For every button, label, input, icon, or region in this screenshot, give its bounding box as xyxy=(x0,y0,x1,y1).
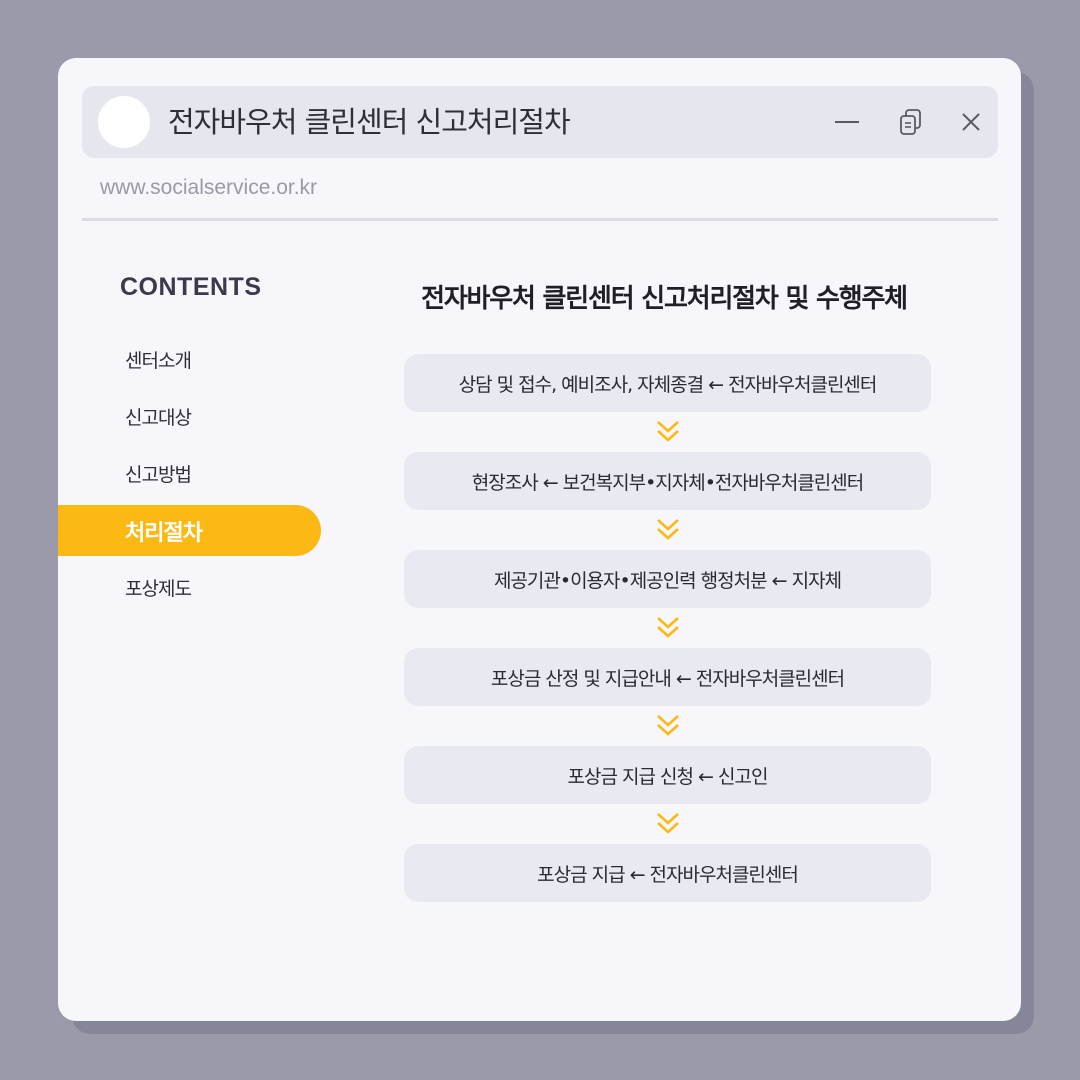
flow-step: 포상금 지급 신청 ← 신고인 xyxy=(404,746,931,804)
sidebar-item-procedure[interactable]: 처리절차 xyxy=(58,505,321,556)
chevron-double-down-icon xyxy=(657,519,679,540)
flow-step: 상담 및 접수, 예비조사, 자체종결 ← 전자바우처클린센터 xyxy=(404,354,931,412)
flow-step: 현장조사 ← 보건복지부•지자체•전자바우처클린센터 xyxy=(404,452,931,510)
flow-step: 포상금 지급 ← 전자바우처클린센터 xyxy=(404,844,931,902)
divider xyxy=(82,218,998,221)
minimize-icon[interactable] xyxy=(831,106,863,138)
flow-step: 포상금 산정 및 지급안내 ← 전자바우처클린센터 xyxy=(404,648,931,706)
sidebar-nav: 센터소개 신고대상 신고방법 처리절차 포상제도 xyxy=(58,334,321,619)
avatar xyxy=(98,96,150,148)
chevron-double-down-icon xyxy=(657,813,679,834)
chevron-double-down-icon xyxy=(657,715,679,736)
flow-step: 제공기관•이용자•제공인력 행정처분 ← 지자체 xyxy=(404,550,931,608)
copy-icon[interactable] xyxy=(895,106,927,138)
sidebar-item-report-targets[interactable]: 신고대상 xyxy=(125,407,192,429)
page-title: 전자바우처 클린센터 신고처리절차 및 수행주체 xyxy=(421,284,908,314)
url-text[interactable]: www.socialservice.or.kr xyxy=(100,176,318,199)
sidebar-item-report-methods[interactable]: 신고방법 xyxy=(125,464,192,486)
sidebar-item-reward-system[interactable]: 포상제도 xyxy=(125,578,192,600)
browser-window: 전자바우처 클린센터 신고처리절차 www.socialservice.or.k… xyxy=(58,58,1021,1021)
sidebar-item-center-intro[interactable]: 센터소개 xyxy=(125,350,192,372)
close-icon[interactable] xyxy=(955,106,987,138)
chevron-double-down-icon xyxy=(657,421,679,442)
window-title: 전자바우처 클린센터 신고처리절차 xyxy=(168,105,571,139)
chevron-double-down-icon xyxy=(657,617,679,638)
contents-heading: CONTENTS xyxy=(120,273,262,301)
procedure-flow: 상담 및 접수, 예비조사, 자체종결 ← 전자바우처클린센터 현장조사 ← 보… xyxy=(404,354,931,902)
title-bar: 전자바우처 클린센터 신고처리절차 xyxy=(82,86,998,158)
